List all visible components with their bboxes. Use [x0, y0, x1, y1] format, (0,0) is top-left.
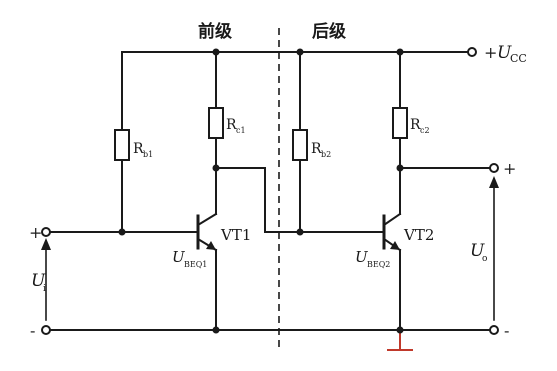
rc1-resistor	[208, 107, 224, 139]
rb2-subscript: b2	[321, 150, 331, 159]
junction-dot	[396, 48, 404, 56]
output-plus-sign: +	[503, 159, 516, 178]
rc2-label: R	[410, 117, 421, 133]
rc1-label: R	[226, 117, 237, 133]
vcc-symbol: U	[497, 43, 512, 63]
junction-dot	[396, 164, 404, 172]
vcc-terminal	[467, 47, 477, 57]
ubeq1-label: U	[172, 248, 186, 266]
input-voltage-arrow	[41, 238, 51, 250]
rb2-resistor	[292, 129, 308, 161]
ui-subscript: i	[43, 284, 46, 294]
vcc-plus-sign: +	[484, 43, 497, 62]
rear-stage-heading: 后级	[312, 21, 346, 42]
vt2-emitter-arrow	[390, 241, 400, 250]
rb2-label: R	[311, 141, 322, 157]
ubeq2-subscript: BEQ2	[367, 260, 390, 269]
vcc-subscript: CC	[510, 52, 527, 65]
uo-symbol: U	[470, 241, 485, 261]
junction-dot	[296, 48, 304, 56]
junction-dot	[212, 48, 220, 56]
junction-dot	[212, 326, 220, 334]
rc1-subscript: c1	[236, 126, 246, 135]
vt2-label: VT2	[403, 226, 434, 244]
rb1-label: R	[133, 141, 144, 157]
ui-symbol: U	[31, 271, 46, 291]
junction-dot	[296, 228, 304, 236]
rb1-subscript: b1	[143, 150, 153, 159]
rc2-resistor	[392, 107, 408, 139]
ubeq1-subscript: BEQ1	[184, 260, 207, 269]
junction-dot	[118, 228, 126, 236]
output-voltage-arrow	[489, 176, 499, 188]
vt2-collector-lead	[382, 212, 402, 227]
output-plus-terminal	[489, 163, 499, 173]
junction-dot	[396, 326, 404, 334]
ubeq2-label: U	[355, 248, 369, 266]
junction-dot	[212, 164, 220, 172]
uo-subscript: o	[482, 254, 487, 264]
rc2-subscript: c2	[420, 126, 430, 135]
vt1-emitter-arrow	[206, 241, 216, 250]
input-minus-sign: -	[30, 321, 35, 340]
input-plus-sign: +	[29, 223, 42, 242]
output-minus-sign: -	[504, 321, 509, 340]
front-stage-heading: 前级	[198, 21, 232, 42]
vt1-collector-lead	[196, 212, 218, 227]
input-minus-terminal	[41, 325, 51, 335]
input-plus-terminal	[41, 227, 51, 237]
output-minus-terminal	[489, 325, 499, 335]
vt1-label: VT1	[220, 226, 251, 244]
rb1-resistor	[114, 129, 130, 161]
